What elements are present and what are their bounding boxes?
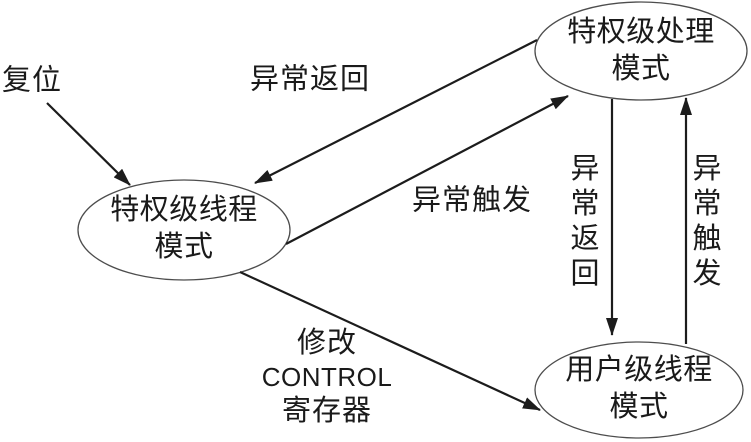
- node-label-line: 模式: [609, 391, 669, 423]
- reset-arrow: [46, 102, 131, 186]
- exception-trigger-diagonal-arrow: [285, 95, 569, 245]
- exception-trigger-label: 异常触发: [411, 184, 533, 217]
- vertical-label-char: 异: [570, 153, 600, 185]
- exception-trigger-vertical-label: 异 常 触 发: [692, 152, 721, 292]
- privileged-thread-mode-node: [77, 179, 291, 281]
- vertical-label-char: 回: [570, 258, 600, 290]
- modify-control-line: 寄存器: [281, 395, 372, 427]
- node-label-line: 特权级处理: [567, 16, 715, 48]
- modify-control-label: 修改 CONTROL 寄存器: [262, 326, 393, 428]
- privileged-handler-mode-label: 特权级处理 模式: [567, 14, 715, 88]
- user-thread-mode-node: [534, 341, 744, 439]
- node-label-line: 特权级线程: [110, 194, 258, 226]
- vertical-label-char: 返: [570, 223, 600, 255]
- exception-return-diagonal-arrow: [254, 39, 538, 184]
- node-label-line: 用户级线程: [565, 354, 713, 386]
- vertical-label-char: 发: [692, 258, 722, 290]
- modify-control-arrow: [239, 271, 541, 411]
- node-label-line: 模式: [611, 53, 671, 85]
- vertical-label-char: 常: [692, 188, 722, 220]
- vertical-label-char: 触: [692, 223, 722, 255]
- exception-return-label: 异常返回: [249, 63, 371, 96]
- node-label-line: 模式: [154, 231, 214, 263]
- modify-control-line: CONTROL: [261, 362, 393, 392]
- user-thread-mode-label: 用户级线程 模式: [565, 352, 713, 426]
- modify-control-line: 修改: [296, 327, 357, 359]
- reset-label: 复位: [1, 64, 63, 97]
- privileged-thread-mode-label: 特权级线程 模式: [110, 192, 258, 266]
- exception-return-vertical-label: 异 常 返 回: [570, 152, 599, 292]
- vertical-label-char: 常: [570, 188, 600, 220]
- vertical-label-char: 异: [692, 153, 722, 185]
- privileged-handler-mode-node: [534, 1, 748, 101]
